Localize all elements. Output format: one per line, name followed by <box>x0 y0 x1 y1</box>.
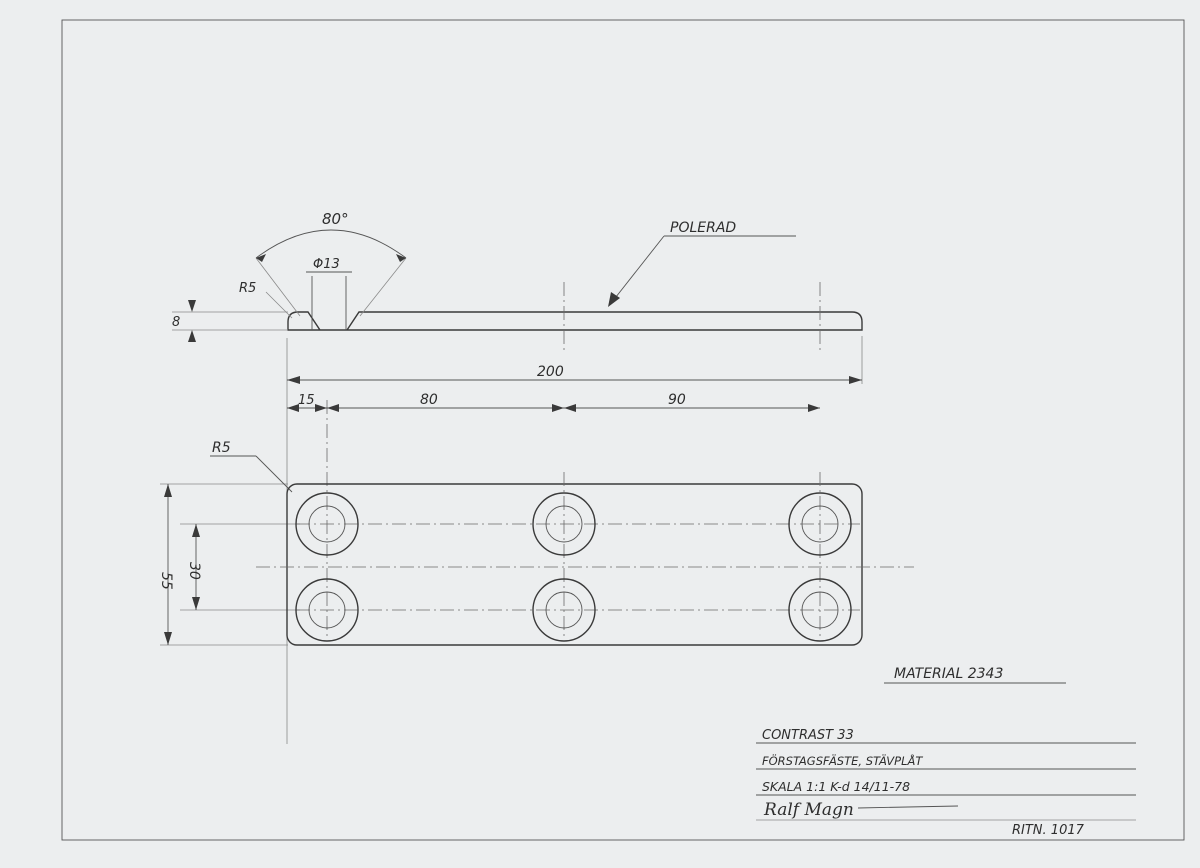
project-label: CONTRAST 33 <box>762 728 854 743</box>
hole-spacing-label: 30 <box>186 562 202 580</box>
overall-length-label: 200 <box>537 364 564 380</box>
spacing-arrow-bottom <box>192 597 200 610</box>
hole-top-middle <box>532 492 596 556</box>
thickness-arrow-top <box>188 300 196 312</box>
top-view-plate-outline <box>287 311 863 331</box>
dim-third-label: 90 <box>668 392 686 408</box>
scale-date-label: SKALA 1:1 K-d 14/11-78 <box>762 779 910 794</box>
hole-bottom-left <box>295 578 359 642</box>
height-label: 55 <box>158 572 174 590</box>
angle-leg-left <box>255 257 301 317</box>
height-arrow-top <box>164 484 172 497</box>
front-view <box>256 472 914 646</box>
angle-arc <box>255 229 407 259</box>
chain-arrow-2b <box>552 404 564 412</box>
top-view: 80° Φ13 R5 8 POLERAD <box>172 210 863 352</box>
thickness-arrow-bottom <box>188 330 196 342</box>
overall-arrow-left <box>287 376 300 384</box>
chain-arrow-1b <box>315 404 327 412</box>
angle-arrow-right <box>396 254 406 262</box>
hole-bottom-right <box>788 578 852 642</box>
overall-arrow-right <box>849 376 862 384</box>
hole-bottom-middle <box>532 578 596 642</box>
corner-radius-label-top: R5 <box>239 281 256 296</box>
dimensions: 200 15 80 90 55 30 R5 <box>158 336 863 744</box>
polish-arrow <box>608 292 620 307</box>
signature-stroke <box>857 805 959 809</box>
chain-arrow-3b <box>808 404 820 412</box>
chain-arrow-2a <box>327 404 339 412</box>
hole-top-left <box>295 492 359 556</box>
thickness-label: 8 <box>172 315 180 330</box>
polish-label: POLERAD <box>670 220 736 236</box>
front-view-plate-outline <box>286 483 863 646</box>
signature: Ralf Magn <box>763 800 854 820</box>
height-arrow-bottom <box>164 632 172 645</box>
corner-radius-leader-front <box>255 455 293 493</box>
chain-arrow-3a <box>564 404 576 412</box>
drawing-number: RITN. 1017 <box>1012 823 1085 838</box>
polish-leader <box>611 235 665 303</box>
dim-first-label: 15 <box>298 393 315 408</box>
corner-radius-label-front: R5 <box>212 440 231 456</box>
angle-leg-right <box>359 257 407 317</box>
part-name-label: FÖRSTAGSFÄSTE, STÄVPLÅT <box>762 752 923 768</box>
hole-top-right <box>788 492 852 556</box>
chain-arrow-1a <box>287 404 299 412</box>
spacing-arrow-top <box>192 524 200 537</box>
corner-radius-leader-top <box>265 291 293 319</box>
drawing-border <box>61 19 1185 841</box>
hole-dia-label: Φ13 <box>313 257 340 272</box>
title-block: MATERIAL 2343 CONTRAST 33 FÖRSTAGSFÄSTE,… <box>756 666 1136 838</box>
dim-second-label: 80 <box>420 392 438 408</box>
material-label: MATERIAL 2343 <box>894 666 1003 682</box>
angle-arrow-left <box>256 254 266 262</box>
angle-label: 80° <box>322 210 349 228</box>
